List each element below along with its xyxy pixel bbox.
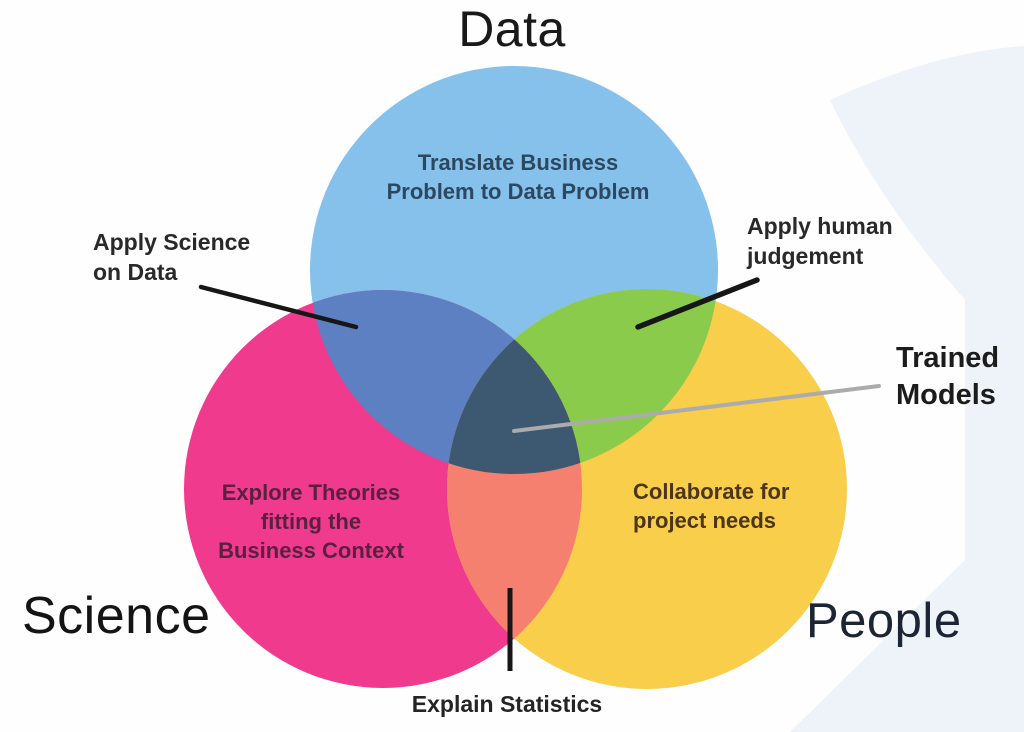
center-overlap-label: Trained Models <box>896 342 1000 412</box>
center-overlap-region <box>447 290 582 474</box>
data-region-label: Translate Business Problem to Data Probl… <box>386 150 650 205</box>
people-circle-title: People <box>806 594 962 648</box>
background-watermark-top-right <box>830 46 1024 300</box>
science-region-label: Explore Theories fitting the Business Co… <box>218 480 404 564</box>
science-circle-title: Science <box>22 587 211 645</box>
science-people-overlap-label: Explain Statistics <box>411 691 603 717</box>
trained-models-leader-line <box>512 384 881 433</box>
data-circle-title: Data <box>458 1 566 57</box>
apply-human-leader-line <box>635 277 760 330</box>
people-region-label: Collaborate for project needs <box>633 479 790 534</box>
data-science-overlap-label: Apply Science on Data <box>93 229 251 286</box>
background-watermark-bottom-right <box>790 252 1024 732</box>
data-people-overlap-label: Apply human judgement <box>747 213 893 270</box>
apply-science-leader-line <box>198 284 359 330</box>
